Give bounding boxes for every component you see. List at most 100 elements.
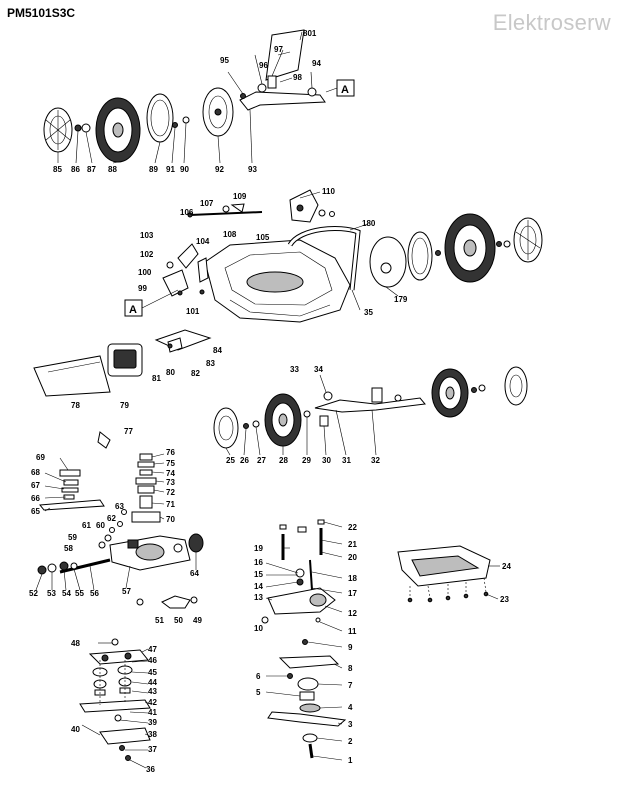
flap-84 [154,329,212,351]
part-label-22: 22 [348,523,357,532]
part-label-70: 70 [166,515,175,524]
svg-text:A: A [129,304,137,316]
part-83 [167,337,183,353]
cover-assembly [397,545,500,603]
part-label-74: 74 [166,469,175,478]
bracket-110 [289,189,319,223]
part-label-57: 57 [122,587,131,596]
gear-70 [131,511,161,523]
part-label-53: 53 [47,589,56,598]
part-27 [252,420,260,428]
part-label-106: 106 [180,208,194,217]
part-104 [197,257,209,283]
part-label-8: 8 [348,664,353,673]
part-label-30: 30 [322,456,331,465]
grass-bag-78 [33,355,111,397]
part-94 [307,87,317,97]
part-label-78: 78 [71,401,80,410]
part-label-41: 41 [148,708,157,717]
gearbox-assembly [35,453,204,609]
part-label-43: 43 [148,687,157,696]
part-label-88: 88 [108,165,117,174]
washer-2 [302,733,318,743]
part-label-48: 48 [71,639,80,648]
part-label-81: 81 [152,374,161,383]
part-91 [172,122,178,128]
mulching-stack-assembly [79,638,151,769]
part-label-55: 55 [75,589,84,598]
part-label-59: 59 [68,533,77,542]
part-98 [267,75,277,89]
hubcap-25 [213,407,239,449]
part-label-35: 35 [364,308,373,317]
part-label-67: 67 [31,481,40,490]
part-label-9: 9 [348,643,353,652]
part-6 [287,673,293,679]
part-label-34: 34 [314,365,323,374]
part-label-75: 75 [166,459,175,468]
part-label-15: 15 [254,570,263,579]
part-label-62: 62 [107,514,116,523]
part-53 [47,563,57,573]
part-label-14: 14 [254,582,263,591]
part-label-180: 180 [362,219,376,228]
part-label-17: 17 [348,589,357,598]
part-label-69: 69 [36,453,45,462]
part-label-65: 65 [31,507,40,516]
part-5 [299,691,315,701]
part-label-97: 97 [274,45,283,54]
part-label-64: 64 [190,569,199,578]
part-30 [319,415,329,427]
part-38 [99,727,151,745]
part-label-4: 4 [348,703,353,712]
part-label-10: 10 [254,624,263,633]
part-label-40: 40 [71,725,80,734]
part-label-18: 18 [348,574,357,583]
part-label-86: 86 [71,165,80,174]
front-axle-assembly [97,366,528,456]
part-label-1: 1 [348,756,353,765]
svg-text:A: A [341,84,349,96]
part-label-76: 76 [166,448,175,457]
part-label-28: 28 [279,456,288,465]
lever-93 [239,91,326,111]
part-label-87: 87 [87,165,96,174]
part-102 [166,261,174,269]
part-50 [161,595,191,609]
part-label-107: 107 [200,199,214,208]
part-label-54: 54 [62,589,71,598]
part-10 [261,616,269,624]
part-label-110: 110 [322,187,335,196]
axle-32 [314,397,426,413]
part-54 [59,561,69,571]
part-label-85: 85 [53,165,62,174]
part-label-12: 12 [348,609,357,618]
part-label-79: 79 [120,401,129,410]
part-label-82: 82 [191,369,200,378]
part-label-13: 13 [254,593,263,602]
part-label-83: 83 [206,359,215,368]
part-label-105: 105 [256,233,270,242]
part-label-29: 29 [302,456,311,465]
part-label-3: 3 [348,720,353,729]
part-label-25: 25 [226,456,235,465]
bracket-103 [177,243,199,269]
plate-65 [39,499,105,511]
screw-95 [240,93,246,99]
part-label-32: 32 [371,456,380,465]
washer-87 [81,123,91,133]
part-label-38: 38 [148,730,157,739]
part-label-98: 98 [293,73,302,82]
part-label-71: 71 [166,500,175,509]
part-label-95: 95 [220,56,229,65]
part-label-102: 102 [140,250,154,259]
part-90 [182,116,190,124]
part-69 [59,469,81,477]
part-label-5: 5 [256,688,261,697]
deck-assembly: A [33,189,543,397]
part-label-77: 77 [124,427,133,436]
part-11 [315,617,321,623]
part-label-27: 27 [257,456,266,465]
